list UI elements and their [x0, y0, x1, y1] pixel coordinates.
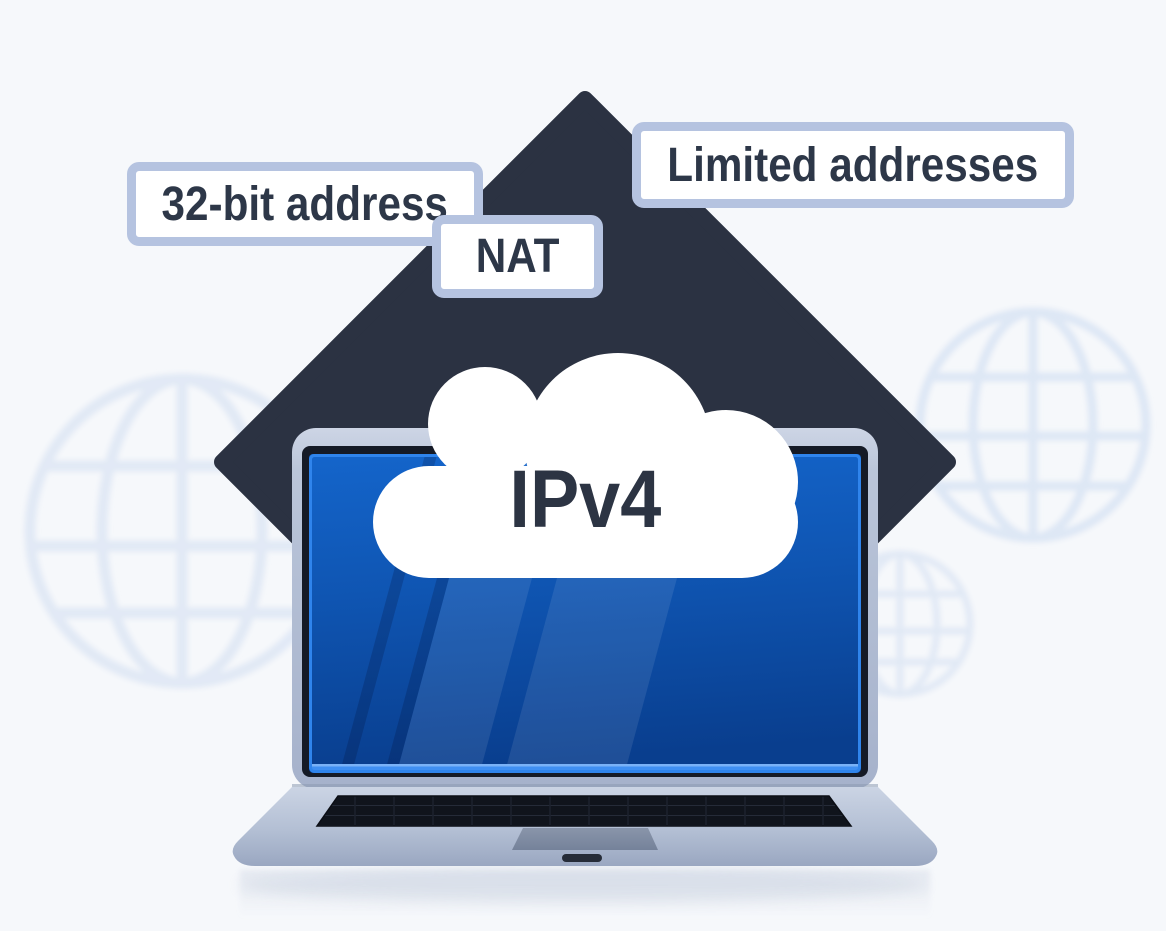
callout-nat-label: NAT — [475, 230, 560, 283]
hinge-shadow — [292, 784, 878, 789]
screen-glow-line — [311, 764, 859, 771]
callout-32bit-address-label: 32-bit address — [161, 177, 449, 231]
ipv4-label: IPv4 — [373, 442, 798, 558]
laptop-front-notch — [562, 854, 602, 862]
laptop-reflection — [238, 868, 930, 918]
laptop-keyboard — [315, 795, 853, 827]
callout-nat: NAT — [432, 215, 603, 298]
callout-limited-addresses-label: Limited addresses — [667, 138, 1039, 192]
callout-32bit-address: 32-bit address — [127, 162, 483, 246]
screen-glow-highlight — [311, 764, 859, 767]
globe-icon-right-large — [915, 307, 1151, 543]
ipv4-label-text: IPv4 — [509, 454, 662, 545]
laptop-touchpad — [512, 828, 658, 850]
callout-limited-addresses: Limited addresses — [632, 122, 1074, 208]
cloud-icon — [373, 353, 798, 578]
